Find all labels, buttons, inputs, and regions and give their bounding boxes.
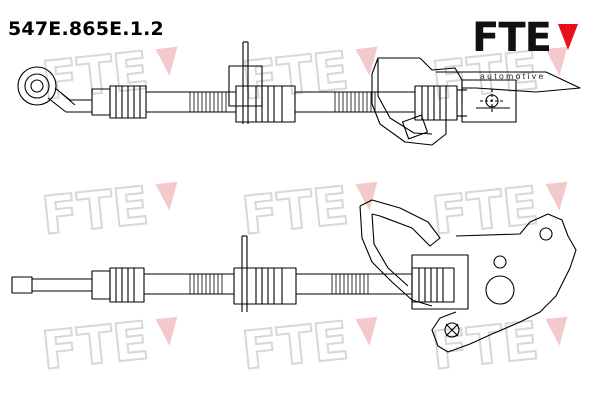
- fte-watermark: FTE: [238, 310, 378, 380]
- fte-watermark: FTE: [428, 310, 568, 380]
- upper-hose: [17, 41, 581, 146]
- lower-mid-bracket: [233, 235, 297, 312]
- upper-banjo-fitting: [17, 66, 92, 113]
- svg-text:FTE: FTE: [239, 311, 351, 380]
- lower-caliper-bracket: [359, 199, 577, 353]
- svg-text:FTE: FTE: [39, 176, 151, 245]
- lower-right-ferrule: [411, 267, 455, 303]
- svg-text:FTE: FTE: [39, 311, 151, 380]
- brand-triangle-icon: [558, 24, 578, 50]
- fte-watermark: FTE: [38, 310, 178, 380]
- svg-text:FTE: FTE: [429, 41, 541, 110]
- fte-watermark: FTE: [428, 175, 568, 245]
- upper-right-ferrule: [414, 85, 467, 121]
- fte-watermark: FTE: [238, 175, 378, 245]
- logo-brand-name: FTE: [472, 15, 552, 61]
- fte-watermark: FTE: [38, 175, 178, 245]
- lower-hose-body: [144, 273, 412, 295]
- lower-hose: [11, 199, 577, 353]
- logo-tagline: automotive: [480, 71, 546, 81]
- upper-hose-body: [146, 91, 415, 113]
- part-number: 547E.865E.1.2: [8, 18, 164, 40]
- upper-left-ferrule: [91, 85, 147, 119]
- lower-end-fitting: [11, 267, 145, 303]
- upper-mounting-bracket: [371, 57, 581, 146]
- upper-mid-bracket: [228, 41, 296, 124]
- svg-text:FTE: FTE: [39, 41, 151, 110]
- fte-logo: FTE automotive: [472, 16, 582, 92]
- svg-text:FTE: FTE: [239, 176, 351, 245]
- svg-text:FTE: FTE: [429, 311, 541, 380]
- svg-text:FTE: FTE: [429, 176, 541, 245]
- fte-watermark: FTE: [38, 40, 178, 110]
- fte-watermark: FTE: [428, 40, 568, 110]
